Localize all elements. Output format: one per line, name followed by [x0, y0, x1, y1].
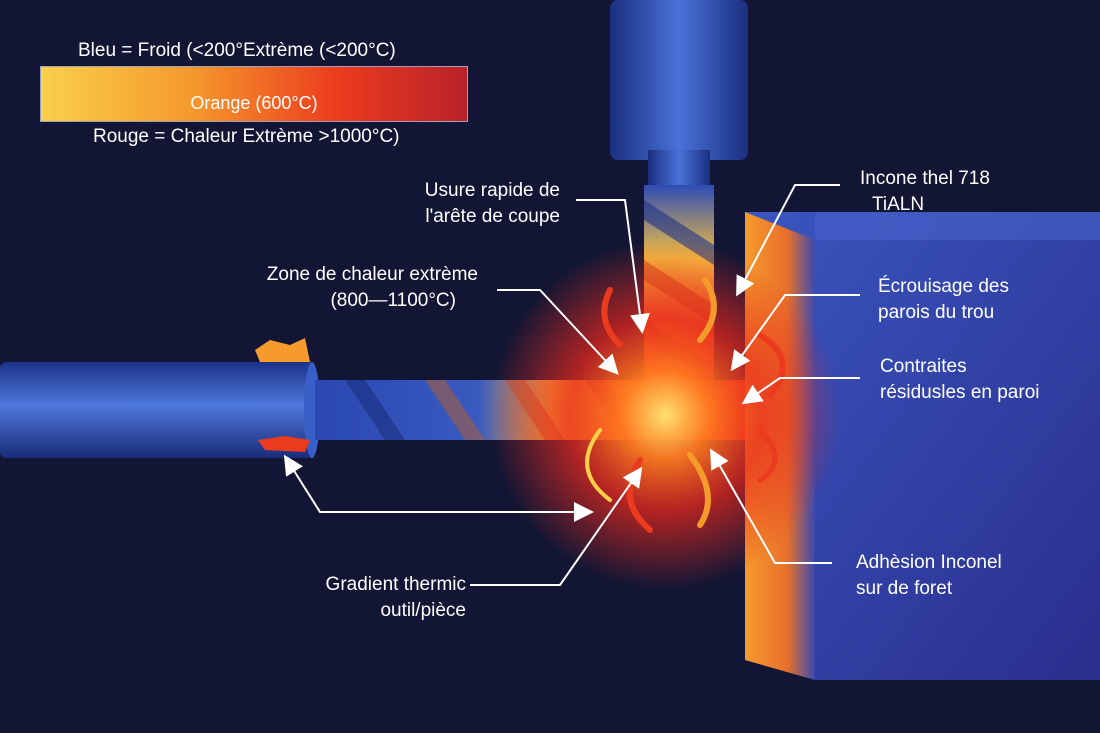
arrow-inconel — [736, 184, 840, 297]
leader-arrows — [283, 184, 860, 586]
label-usure-line1: Usure rapide de — [424, 180, 560, 201]
arrow-adhesion — [710, 448, 832, 564]
arrow-zone — [497, 289, 619, 375]
label-gradient-line2: outil/pièce — [380, 600, 466, 621]
arrow-gradient-left — [283, 454, 585, 513]
label-inconel: Incone thel 718 TiALN — [860, 166, 990, 218]
arrow-usure — [576, 199, 650, 334]
label-inconel-line1: Incone thel 718 — [860, 168, 990, 189]
arrow-gradient-up — [470, 466, 643, 586]
label-adhesion-line2: sur de foret — [856, 578, 953, 599]
label-contraintes: Contraites résidusles en paroi — [880, 354, 1039, 406]
label-gradient: Gradient thermic outil/pièce — [280, 572, 466, 624]
label-usure: Usure rapide de l'arête de coupe — [370, 178, 560, 230]
legend-bar-text: Orange (600°C) — [190, 93, 318, 113]
arrow-ecrouissage — [730, 294, 860, 372]
label-adhesion: Adhèsion Inconel sur de foret — [856, 550, 1002, 602]
label-zone: Zone de chaleur extrème (800—1100°C) — [220, 262, 478, 314]
arrow-contraintes — [741, 377, 860, 405]
label-adhesion-line1: Adhèsion Inconel — [856, 552, 1002, 573]
label-usure-line2: l'arête de coupe — [425, 206, 560, 227]
label-inconel-line2: TiALN — [872, 194, 925, 215]
metal-chips — [585, 277, 786, 533]
legend-gradient-fill — [41, 67, 467, 121]
vertical-tool-holder — [610, 0, 748, 190]
label-contraintes-line1: Contraites — [880, 356, 967, 377]
label-contraintes-line2: résidusles en paroi — [880, 382, 1040, 403]
label-ecrouissage-line2: parois du trou — [878, 302, 995, 323]
label-zone-line2: (800—1100°C) — [330, 290, 456, 311]
label-ecrouissage: Écrouisage des parois du trou — [878, 274, 1009, 326]
label-ecrouissage-line1: Écrouisage des — [878, 276, 1009, 297]
legend-bottom-text: Rouge = Chaleur Extrème >1000°C) — [93, 126, 400, 147]
horizontal-tool-holder — [0, 338, 320, 458]
legend-top-text: Bleu = Froid (<200°Extrème (<200°C) — [78, 40, 396, 61]
legend-gradient-bar: Orange (600°C) — [40, 66, 468, 122]
label-gradient-line1: Gradient thermic — [325, 574, 466, 595]
label-zone-line1: Zone de chaleur extrème — [266, 264, 478, 285]
